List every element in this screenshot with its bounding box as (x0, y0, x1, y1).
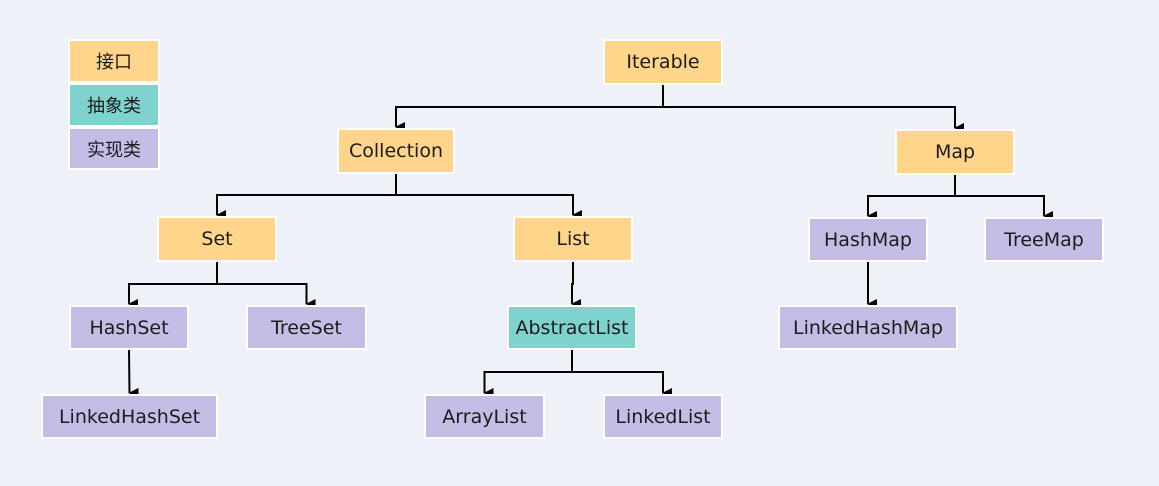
node-treeset-label: TreeSet (271, 316, 342, 339)
node-list-label: List (556, 228, 590, 250)
node-abstractlist: AbstractList (507, 305, 637, 350)
node-arraylist-label: ArrayList (442, 405, 527, 428)
edge-collection-to-set (216, 174, 397, 220)
legend-implementation-class: 实现类 (68, 127, 160, 170)
node-linkedhashmap: LinkedHashMap (778, 305, 958, 350)
node-iterable: Iterable (603, 39, 723, 85)
node-collection-label: Collection (349, 140, 443, 162)
node-set: Set (157, 216, 277, 262)
edge-abstractlist-to-linkedlist (571, 350, 672, 398)
node-iterable-label: Iterable (626, 51, 700, 73)
node-map-label: Map (934, 141, 976, 163)
node-arraylist: ArrayList (424, 394, 545, 439)
edge-map-to-hashmap (867, 175, 956, 221)
node-map: Map (895, 129, 1015, 175)
node-treemap-label: TreeMap (1004, 228, 1084, 251)
node-linkedlist: LinkedList (603, 394, 723, 439)
node-abstractlist-label: AbstractList (515, 316, 629, 339)
legend-abstract-class-label: 抽象类 (87, 96, 141, 117)
edge-iterable-to-collection (395, 85, 664, 132)
node-hashset: HashSet (69, 305, 189, 350)
edge-collection-to-list (395, 174, 582, 220)
legend-abstract-class: 抽象类 (68, 83, 160, 127)
node-treemap: TreeMap (984, 217, 1104, 262)
edge-set-to-hashset (128, 262, 218, 309)
node-linkedhashmap-label: LinkedHashMap (793, 316, 943, 339)
edge-set-to-treeset (216, 262, 316, 309)
edge-abstractlist-to-arraylist (483, 350, 573, 398)
node-set-label: Set (201, 228, 233, 250)
node-collection: Collection (337, 128, 455, 174)
legend-interface-label: 接口 (96, 52, 132, 73)
node-hashmap-label: HashMap (824, 228, 912, 251)
node-linkedhashset-label: LinkedHashSet (58, 405, 201, 428)
edge-map-to-treemap (954, 175, 1053, 221)
legend-interface: 接口 (68, 39, 160, 83)
edge-list-to-abstractlist (571, 262, 581, 309)
node-hashset-label: HashSet (89, 316, 169, 339)
edge-iterable-to-map (662, 85, 964, 133)
node-linkedhashset: LinkedHashSet (41, 394, 218, 439)
legend-implementation-class-label: 实现类 (87, 139, 141, 161)
edge-hashset-to-linkedhashset (128, 349, 139, 398)
node-treeset: TreeSet (246, 305, 367, 350)
node-hashmap: HashMap (808, 217, 928, 262)
node-linkedlist-label: LinkedList (615, 405, 711, 428)
node-list: List (513, 216, 633, 262)
